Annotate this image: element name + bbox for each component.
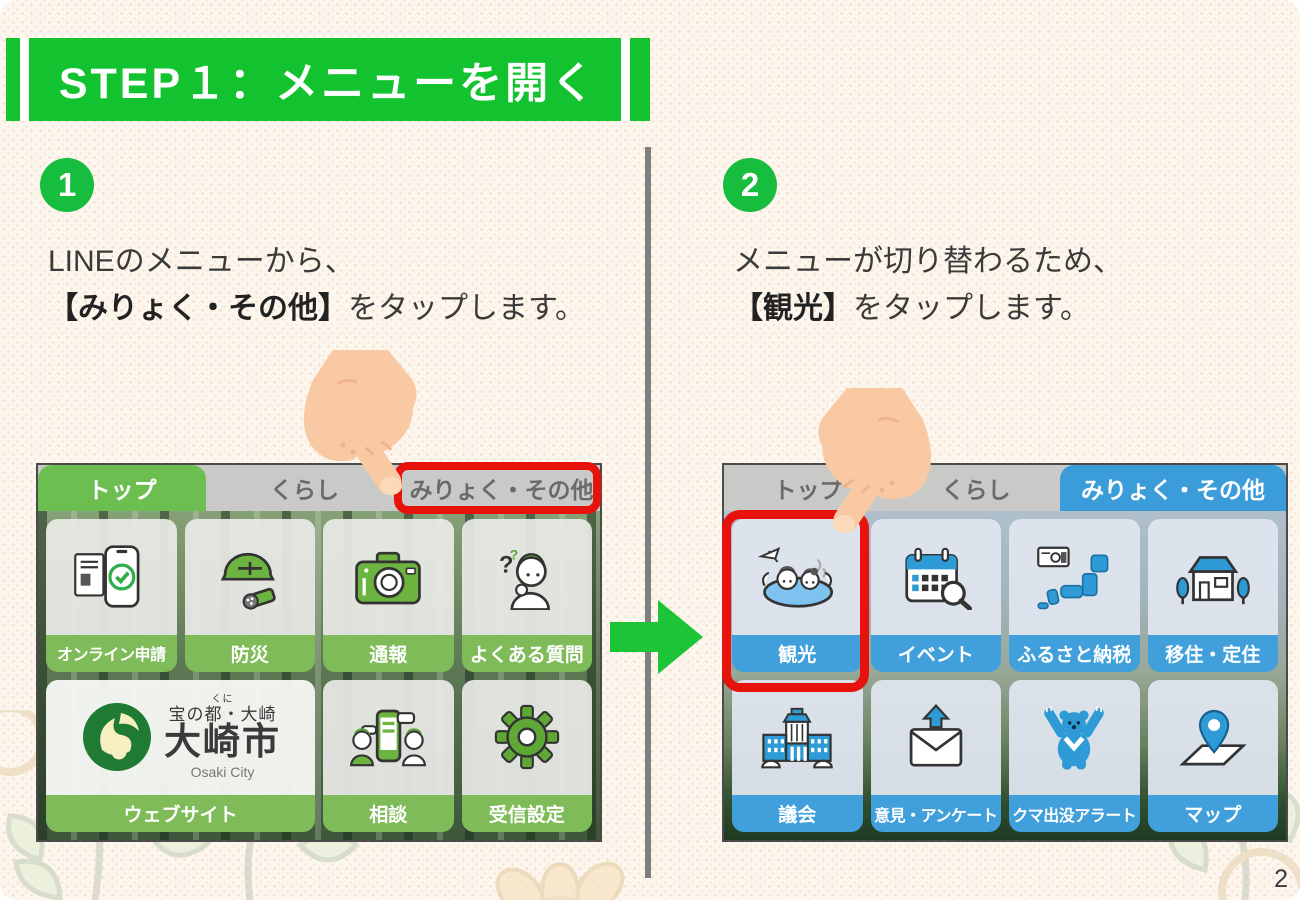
step-2-target: 【観光】 bbox=[733, 292, 853, 325]
menu-cell-gikai[interactable]: 議会 bbox=[732, 679, 863, 832]
menu-cell-ijuu[interactable]: 移住・定住 bbox=[1147, 519, 1278, 672]
bear-icon bbox=[1009, 679, 1140, 795]
menu-cell-website[interactable]: くに 宝の都・大崎 大崎市 Osaki City ウェブサイト bbox=[46, 679, 315, 832]
house-trees-icon bbox=[1147, 519, 1278, 635]
menu-cell-label: マップ bbox=[1147, 795, 1278, 832]
step-2-badge: 2 bbox=[723, 158, 777, 212]
logo-furigana: くに bbox=[211, 694, 234, 706]
tab-top[interactable]: トップ bbox=[38, 465, 206, 511]
logo-city-name-en: Osaki City bbox=[190, 763, 255, 780]
tab-kurashi[interactable]: くらし bbox=[270, 477, 339, 503]
pointing-hand-icon bbox=[303, 350, 417, 495]
thinking-person-icon: ? ? bbox=[461, 519, 592, 635]
header-bar: STEP１：メニューを開く bbox=[6, 38, 650, 121]
menu-cell-label: よくある質問 bbox=[461, 634, 592, 672]
menu-cell-label: ウェブサイト bbox=[46, 795, 315, 832]
right-tab-bar: トップ くらし みりょく・その他 bbox=[724, 465, 1286, 511]
left-tab-bar: トップ くらし みりょく・その他 bbox=[38, 465, 600, 511]
tab-miryoku-sonota[interactable]: みりょく・その他 bbox=[1060, 465, 1286, 511]
step-2-instruction: メニューが切り替わるため、 【観光】をタップします。 bbox=[733, 238, 1123, 332]
step-1-badge: 1 bbox=[40, 158, 94, 212]
camera-icon bbox=[323, 519, 454, 635]
parliament-icon bbox=[732, 679, 863, 795]
transition-arrow-icon bbox=[610, 600, 703, 674]
logo-tagline: 宝の都・大崎 bbox=[168, 704, 277, 724]
menu-cell-online-shinsei[interactable]: オンライン申請 bbox=[46, 519, 177, 672]
menu-cell-faq[interactable]: ? ? よくある質問 bbox=[461, 519, 592, 672]
consultation-icon bbox=[323, 679, 454, 795]
step-1-line1: LINEのメニューから、 bbox=[48, 245, 355, 278]
menu-cell-label: 観光 bbox=[732, 634, 863, 672]
menu-cell-label: 相談 bbox=[323, 795, 454, 832]
step-1-line2-rest: をタップします。 bbox=[348, 292, 585, 325]
calendar-search-icon bbox=[870, 519, 1001, 635]
right-rich-menu: 観光 イ bbox=[724, 511, 1286, 840]
gear-icon bbox=[461, 679, 592, 795]
svg-text:?: ? bbox=[499, 551, 514, 578]
menu-cell-label: 通報 bbox=[323, 634, 454, 672]
logo-city-name: 大崎市 bbox=[164, 721, 281, 763]
svg-text:?: ? bbox=[509, 546, 518, 562]
id-card-japan-map-icon bbox=[1009, 519, 1140, 635]
menu-cell-kuma[interactable]: クマ出没アラート bbox=[1009, 679, 1140, 832]
step-2-line1: メニューが切り替わるため、 bbox=[733, 245, 1123, 278]
menu-cell-label: オンライン申請 bbox=[46, 634, 177, 672]
osaki-city-logo-icon: くに 宝の都・大崎 大崎市 Osaki City bbox=[46, 679, 315, 795]
map-pin-icon bbox=[1147, 679, 1278, 795]
left-rich-menu: オンライン申請 防災 bbox=[38, 511, 600, 840]
menu-cell-label: 受信設定 bbox=[461, 795, 592, 832]
right-phone-screenshot: トップ くらし みりょく・その他 bbox=[722, 463, 1288, 842]
pointing-hand-icon bbox=[818, 388, 932, 533]
step-2-line2-rest: をタップします。 bbox=[853, 292, 1090, 325]
envelope-up-arrow-icon bbox=[870, 679, 1001, 795]
menu-cell-label: ふるさと納税 bbox=[1009, 634, 1140, 672]
menu-cell-map[interactable]: マップ bbox=[1147, 679, 1278, 832]
menu-cell-event[interactable]: イベント bbox=[870, 519, 1001, 672]
smartphone-check-icon bbox=[46, 519, 177, 635]
tab-miryoku-sonota[interactable]: みりょく・その他 bbox=[409, 477, 594, 503]
page-number: 2 bbox=[1274, 865, 1288, 893]
menu-cell-kankou[interactable]: 観光 bbox=[732, 519, 863, 672]
menu-cell-jushin-settei[interactable]: 受信設定 bbox=[461, 679, 592, 832]
tab-top[interactable]: トップ bbox=[773, 477, 843, 503]
menu-cell-furusato[interactable]: ふるさと納税 bbox=[1009, 519, 1140, 672]
step-1-target: 【みりょく・その他】 bbox=[48, 292, 348, 325]
helmet-flashlight-icon bbox=[184, 519, 315, 635]
menu-cell-label: クマ出没アラート bbox=[1009, 795, 1140, 832]
menu-cell-label: 移住・定住 bbox=[1147, 634, 1278, 672]
tab-kurashi[interactable]: くらし bbox=[941, 477, 1011, 503]
menu-cell-label: 防災 bbox=[184, 634, 315, 672]
menu-cell-label: イベント bbox=[870, 634, 1001, 672]
highlight-box-kankou-cell bbox=[722, 510, 869, 692]
osaki-emblem bbox=[83, 703, 151, 772]
menu-cell-tsuhou[interactable]: 通報 bbox=[323, 519, 454, 672]
onsen-icon bbox=[732, 519, 863, 635]
step-1-instruction: LINEのメニューから、 【みりょく・その他】をタップします。 bbox=[48, 238, 585, 332]
menu-cell-label: 議会 bbox=[732, 795, 863, 832]
menu-cell-bousai[interactable]: 防災 bbox=[184, 519, 315, 672]
menu-cell-iken[interactable]: 意見・アンケート bbox=[870, 679, 1001, 832]
left-phone-screenshot: トップ くらし みりょく・その他 オン bbox=[36, 463, 602, 842]
osaki-logo-text: くに 宝の都・大崎 大崎市 Osaki City bbox=[164, 695, 281, 779]
menu-cell-label: 意見・アンケート bbox=[870, 795, 1001, 832]
vertical-divider bbox=[645, 147, 651, 878]
menu-cell-soudan[interactable]: 相談 bbox=[323, 679, 454, 832]
page-title: STEP１：メニューを開く bbox=[58, 59, 598, 108]
